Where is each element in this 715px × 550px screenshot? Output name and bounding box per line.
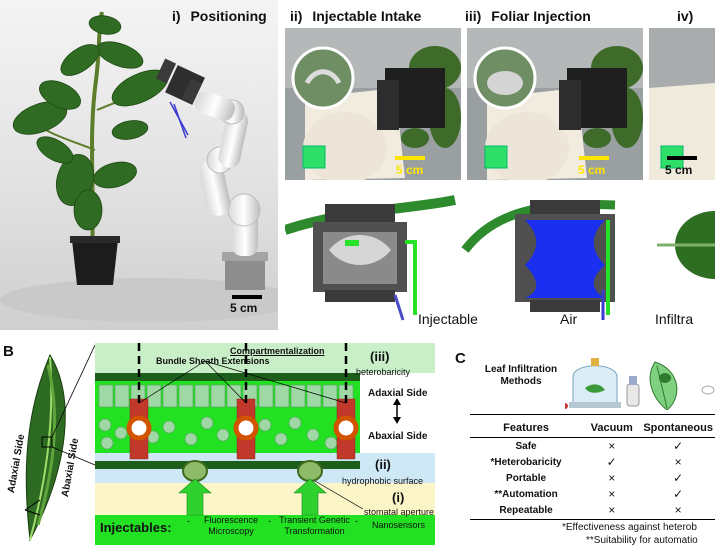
leaf-tissue-diagram [95,343,435,545]
inj-dash-2: - [268,516,271,526]
robot-photo-illustration [0,0,278,330]
photo-ii-illustration [285,28,461,180]
table-row: *Heterobaricity ✓ × [470,454,715,470]
inj-fluorescence: Fluorescence Microscopy [203,515,259,536]
inj-transient: Transient Genetic Transformation [279,515,350,536]
scale-iii-text: 5 cm [578,163,606,177]
bundle-sheath-label: Bundle Sheath Extensions [156,356,270,366]
scale-ii-text: 5 cm [396,163,424,177]
row-spontaneous-mark: × [674,455,682,469]
label-infiltra: Infiltra [655,311,694,327]
row-vacuum-mark: × [608,439,616,453]
sub-i-label: i) Positioning [172,8,267,24]
sub-iii-numeral: iii) [465,8,482,24]
header-features: Features [503,422,549,434]
header-vacuum: Vacuum [590,422,633,434]
photo-iii-illustration [467,28,643,180]
inj-dash-3: - [355,516,358,526]
table-row: Portable × ✓ [470,470,715,486]
table-row: Repeatable × × [470,502,715,518]
row-feature: *Heterobaricity [490,456,562,468]
photo-iv-illustration [649,28,715,180]
footnote-1: *Effectiveness against heterob [562,522,697,533]
row-feature: Portable [506,472,547,484]
label-ii: (ii) [375,457,391,472]
row-feature: Safe [515,440,537,452]
header-spontaneous: Spontaneous [643,422,713,434]
sub-iv-label: iv) [677,8,693,24]
injector-render-diagrams [285,195,715,321]
render-injection [461,199,616,320]
table-header-rule [470,436,715,438]
row-vacuum-mark: × [608,471,616,485]
compartmentalization-label: Compartmentalization [230,346,325,356]
photo-foliar-injection [467,28,643,180]
row-vacuum-mark: × [608,503,616,517]
row-spontaneous-mark: ✓ [673,439,684,453]
panel-b-letter: B [3,343,14,360]
sub-iii-title: Foliar Injection [491,8,591,24]
table-header-row: Features Vacuum Spontaneous [470,420,715,436]
photo-injectable-intake [285,28,461,180]
sub-ii-numeral: ii) [290,8,303,24]
table-row: Safe × ✓ [470,438,715,454]
heterobaricity-label: heterobaricity [356,367,411,377]
hydrophobic-label: hydrophobic surface [342,476,424,486]
panel-c-letter: C [455,350,466,367]
methods-title: Leaf Infiltration Methods [484,364,558,387]
sub-iv-numeral: iv) [677,8,694,24]
scale-iv-bar [667,156,697,160]
row-vacuum-mark: × [608,487,616,501]
row-spontaneous-mark: ✓ [673,487,684,501]
render-intake [285,195,456,321]
methods-illustration [565,358,715,410]
stomatal-label: stomatal aperture [364,507,435,517]
table-top-rule [470,414,715,415]
sub-iii-label: iii) Foliar Injection [465,8,591,24]
render-infiltration [657,211,715,279]
table-row: **Automation × ✓ [470,486,715,502]
sub-ii-label: ii) Injectable Intake [290,8,421,24]
scale-robot-text: 5 cm [230,301,258,315]
adaxial-side-label: Adaxial Side [368,388,428,399]
row-vacuum-mark: ✓ [606,455,617,469]
sub-i-title: Positioning [190,8,267,24]
sub-ii-title: Injectable Intake [312,8,422,24]
inj-dash-1: - [187,516,190,526]
row-feature: **Automation [494,488,558,500]
label-air: Air [560,311,578,327]
label-injectable: Injectable [418,311,478,327]
sub-i-numeral: i) [172,8,181,24]
panel-b-frame [95,345,435,546]
methods-table: Features Vacuum Spontaneous Safe × ✓ *He… [470,420,715,518]
injectables-label: Injectables: [100,520,172,535]
inj-nanosensors: Nanosensors [372,520,426,530]
photo-infiltration [649,28,715,180]
abaxial-side-label: Abaxial Side [368,431,428,442]
leaf-cross-section-illustration [24,345,96,542]
row-spontaneous-mark: ✓ [673,471,684,485]
row-spontaneous-mark: × [674,503,682,517]
footnote-2: **Suitability for automatio [586,535,698,546]
robot-photo [0,0,278,330]
table-bottom-rule [470,519,715,520]
label-iii: (iii) [370,349,390,364]
scale-iv-text: 5 cm [665,163,693,177]
label-i: (i) [392,490,405,505]
row-feature: Repeatable [499,504,553,516]
